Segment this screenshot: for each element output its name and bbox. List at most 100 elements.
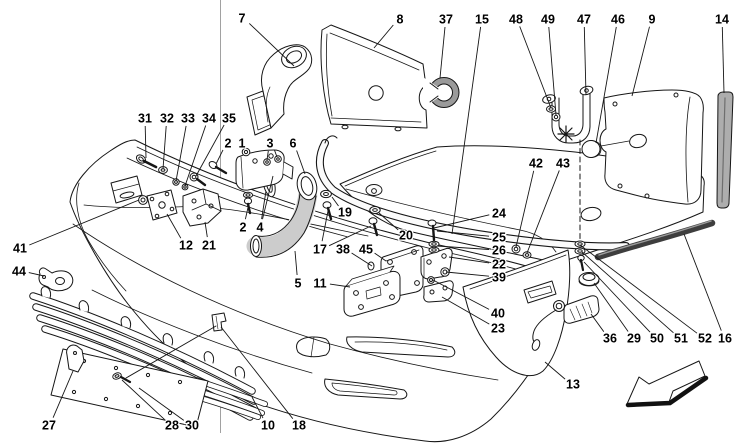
- callout-37-label: 37: [439, 13, 453, 27]
- callout-20-label: 20: [399, 229, 413, 243]
- hardware-48-49: [546, 105, 561, 122]
- callout-25-label: 25: [492, 231, 506, 245]
- callout-3-label: 3: [267, 137, 274, 151]
- leader-line: [215, 149, 224, 165]
- leader-line: [544, 361, 566, 380]
- callout-23-label: 23: [491, 322, 505, 336]
- callout-11-label: 11: [313, 277, 326, 291]
- leader-line: [445, 271, 490, 277]
- leader-line: [321, 210, 329, 242]
- leader-line: [220, 326, 294, 419]
- leader-line: [144, 125, 147, 159]
- callout-50-label: 50: [650, 332, 664, 346]
- leader-line: [683, 233, 722, 331]
- callout-22-label: 22: [492, 258, 506, 272]
- leader-line: [519, 26, 552, 109]
- part-14-foam-strip: [716, 91, 734, 209]
- leader-line: [526, 170, 560, 254]
- callout-1-label: 1: [239, 137, 246, 151]
- leader-line: [166, 213, 182, 239]
- callout-5-label: 5: [295, 277, 302, 291]
- callout-9-label: 9: [649, 13, 656, 27]
- callout-36-label: 36: [603, 332, 617, 346]
- callout-31-label: 31: [138, 112, 152, 126]
- callout-21-label: 21: [202, 239, 216, 253]
- leader-line: [244, 202, 250, 220]
- leader-line: [262, 175, 274, 220]
- part-27-clip: [66, 344, 85, 373]
- callout-51-label: 51: [674, 332, 688, 346]
- hardware-29-50-51-52: [574, 240, 600, 287]
- leader-line: [351, 252, 373, 267]
- leader-line: [294, 250, 298, 276]
- leader-line: [138, 387, 185, 421]
- callout-52-label: 52: [698, 332, 712, 346]
- leader-line: [28, 272, 45, 277]
- leader-line: [121, 379, 165, 420]
- callout-46-label: 46: [611, 13, 625, 27]
- part-23-bracket: [423, 280, 454, 303]
- callout-41-label: 41: [13, 242, 27, 256]
- callout-32-label: 32: [160, 112, 174, 126]
- callout-40-label: 40: [491, 307, 505, 321]
- leader-line: [328, 225, 372, 247]
- callout-14-label: 14: [715, 13, 729, 27]
- leader-line: [373, 24, 394, 49]
- callout-38-label: 38: [336, 243, 350, 257]
- callout-45-label: 45: [359, 243, 373, 257]
- part-16-rubber-strip: [594, 219, 716, 261]
- leader-line: [515, 170, 535, 248]
- leader-line: [548, 26, 557, 116]
- leader-line: [374, 252, 387, 262]
- leader-line: [184, 125, 207, 187]
- leader-line: [583, 26, 587, 96]
- hardware-center: [320, 189, 450, 284]
- callout-4-label: 4: [257, 221, 264, 235]
- callout-35-label: 35: [222, 112, 236, 126]
- leader-line: [433, 214, 490, 229]
- lamp-wire: [532, 309, 557, 344]
- callout-8-label: 8: [397, 13, 404, 27]
- leader-line: [441, 296, 490, 325]
- callout-2-label: 2: [225, 137, 232, 151]
- leader-line: [590, 313, 605, 332]
- leader-lines: [28, 23, 725, 421]
- callout-27-label: 27: [42, 419, 56, 433]
- callout-10-label: 10: [261, 419, 275, 433]
- callout-29-label: 29: [627, 332, 641, 346]
- leader-line: [266, 150, 269, 161]
- callout-43-label: 43: [556, 157, 570, 171]
- callout-30-label: 30: [185, 419, 199, 433]
- leader-line: [432, 279, 490, 310]
- callout-34-label: 34: [202, 112, 216, 126]
- leader-line: [331, 196, 339, 207]
- leader-line: [29, 199, 140, 246]
- leader-line: [593, 282, 629, 332]
- callout-13-label: 13: [566, 378, 580, 392]
- part-36-side-marker-lamp: [531, 295, 600, 351]
- callout-12-label: 12: [179, 239, 193, 253]
- callout-47-label: 47: [577, 13, 591, 27]
- part-7-air-duct: [246, 44, 313, 136]
- callout-42-label: 42: [529, 157, 543, 171]
- part-28-screw: [112, 372, 122, 380]
- leader-line: [162, 125, 167, 170]
- part-38-pin: [367, 261, 375, 271]
- leader-line: [52, 370, 74, 418]
- part-37-c-clip: [423, 77, 460, 108]
- leader-line: [439, 26, 446, 79]
- part-license-plate-holder: [50, 344, 209, 428]
- callout-19-label: 19: [338, 206, 352, 220]
- callout-39-label: 39: [492, 271, 506, 285]
- leader-line: [436, 245, 490, 250]
- callout-6-label: 6: [290, 137, 297, 151]
- callout-26-label: 26: [492, 244, 506, 258]
- callout-7-label: 7: [239, 12, 246, 26]
- leader-line: [448, 256, 490, 264]
- leader-line: [245, 149, 247, 152]
- leader-line: [583, 261, 651, 333]
- callout-33-label: 33: [181, 112, 195, 126]
- part-11-bracket: [343, 265, 401, 317]
- leader-line: [329, 283, 351, 288]
